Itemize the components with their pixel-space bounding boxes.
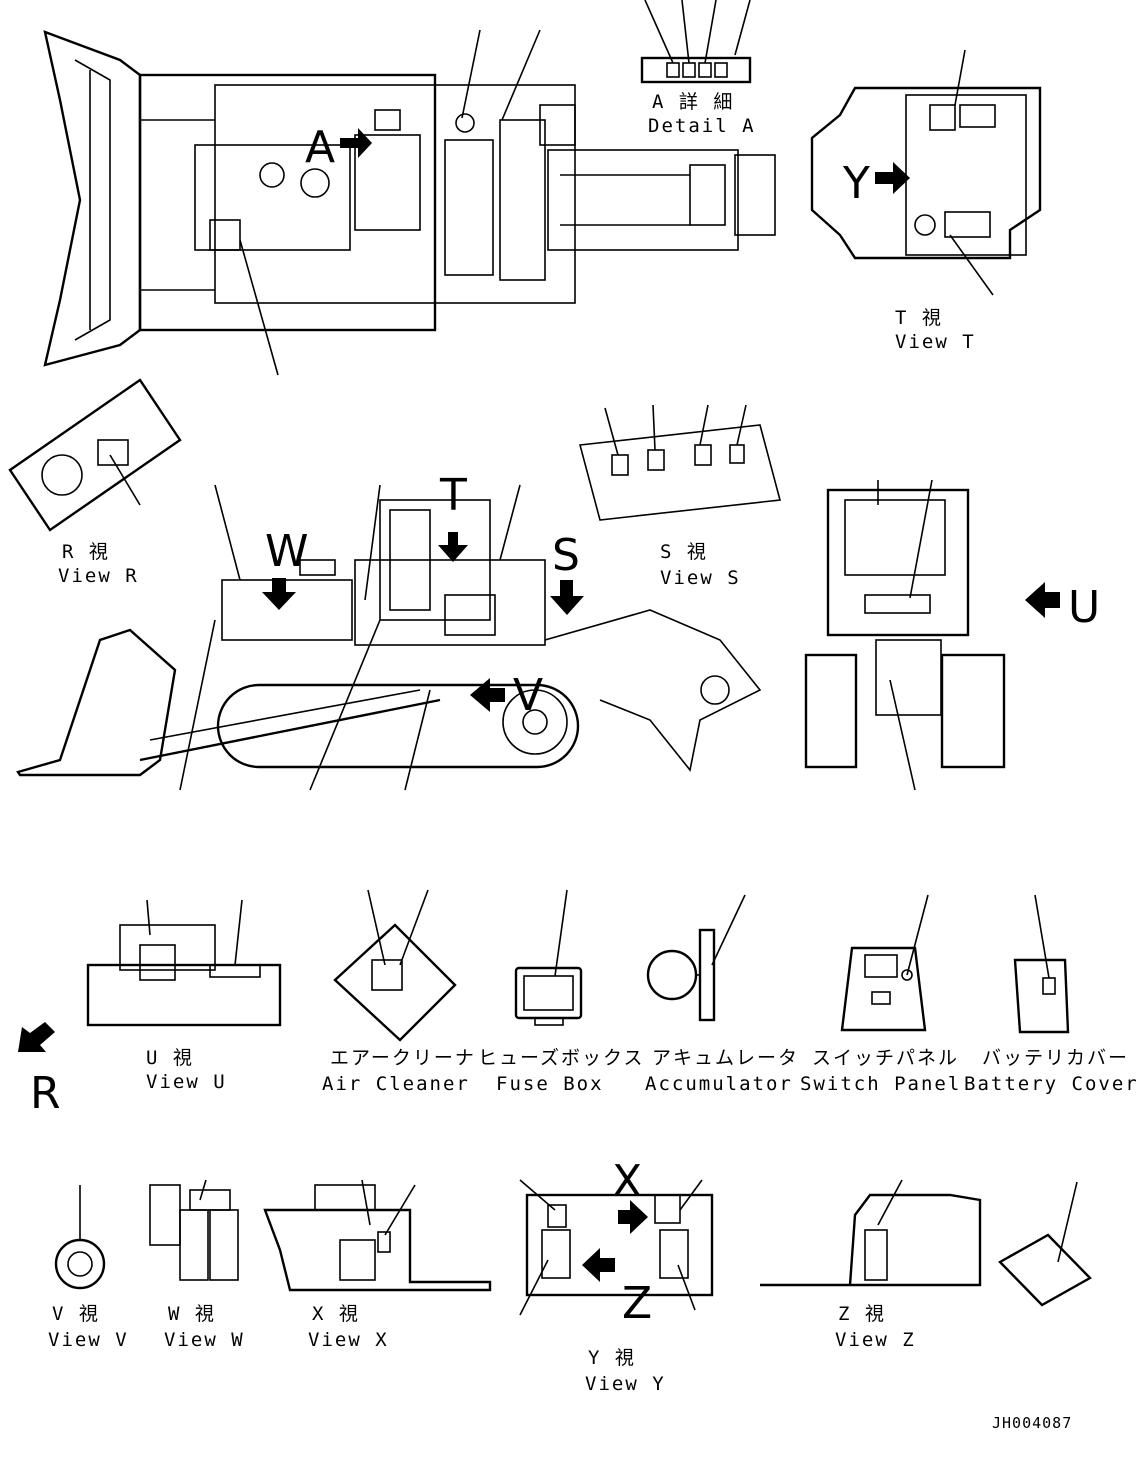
view-u-label-ja: U 視 (146, 1047, 194, 1069)
arrow-label-r: R (30, 1068, 61, 1119)
view-w-drawing (149, 1179, 239, 1281)
view-x-label-en: View X (308, 1329, 389, 1351)
detail-a-label-ja: A 詳 細 (652, 91, 734, 113)
arrow-label-a: A (305, 122, 335, 173)
accumulator-label-en: Accumulator (645, 1073, 793, 1095)
view-t-drawing (810, 49, 1042, 296)
view-s-label-en: View S (660, 567, 741, 589)
switch-panel-drawing (840, 894, 929, 1032)
view-z-label-ja: Z 視 (838, 1303, 886, 1325)
switch-panel-label-ja: スイッチパネル (812, 1047, 959, 1069)
rear-view-drawing (804, 479, 1060, 791)
view-r-label-en: View R (58, 565, 139, 587)
view-z-drawing (760, 1179, 982, 1287)
view-y-drawing (519, 1179, 714, 1316)
view-v-label-en: View V (48, 1329, 129, 1351)
air-cleaner-label-en: Air Cleaner (322, 1073, 470, 1095)
battery-cover-label-ja: バッテリカバー (982, 1047, 1129, 1069)
side-view-drawing (16, 484, 762, 791)
battery-cover-label-en: Battery Cover (964, 1073, 1139, 1095)
air-cleaner-label-ja: エアークリーナ (330, 1047, 476, 1069)
view-u-drawing (18, 899, 282, 1052)
arrow-label-x: X (612, 1156, 642, 1207)
view-y-label-ja: Y 視 (588, 1347, 636, 1369)
arrow-label-s: S (552, 530, 580, 581)
switch-panel-label-en: Switch Panel (800, 1073, 961, 1095)
top-view-drawing (43, 29, 776, 376)
detail-a-label-en: Detail A (648, 115, 756, 137)
fuse-box-label-ja: ヒューズボックス (478, 1047, 644, 1069)
view-t-label-ja: T 視 (895, 307, 943, 329)
view-v-drawing (54, 1185, 106, 1290)
view-s-label-ja: S 視 (660, 541, 708, 563)
view-w-label-en: View W (164, 1329, 245, 1351)
view-x-drawing (263, 1179, 492, 1292)
view-s-drawing (578, 404, 782, 521)
drawing-number: JH004087 (992, 1414, 1072, 1432)
view-r-drawing (8, 378, 182, 532)
view-t-label-en: View T (895, 331, 976, 353)
view-u-label-en: View U (146, 1071, 227, 1093)
view-x-label-ja: X 視 (312, 1303, 360, 1325)
fuse-box-label-en: Fuse Box (496, 1073, 604, 1095)
arrow-label-y: Y (842, 158, 870, 209)
accumulator-drawing (646, 894, 746, 1022)
view-z-label-en: View Z (835, 1329, 916, 1351)
view-y-label-en: View Y (585, 1373, 666, 1395)
arrow-label-t: T (439, 470, 467, 521)
view-w-label-ja: W 視 (168, 1303, 216, 1325)
accumulator-label-ja: アキュムレータ (652, 1047, 799, 1069)
fuse-box-drawing (514, 889, 583, 1026)
plate-drawing (998, 1181, 1092, 1307)
arrow-label-v: V (513, 670, 543, 721)
battery-cover-drawing (1013, 894, 1070, 1034)
view-r-label-ja: R 視 (62, 541, 110, 563)
air-cleaner-drawing (333, 889, 457, 1042)
arrow-label-u: U (1068, 582, 1100, 633)
view-v-label-ja: V 視 (52, 1303, 100, 1325)
arrow-label-z: Z (622, 1278, 652, 1329)
detail-a-drawing (640, 0, 752, 84)
arrow-label-w: W (265, 526, 309, 577)
